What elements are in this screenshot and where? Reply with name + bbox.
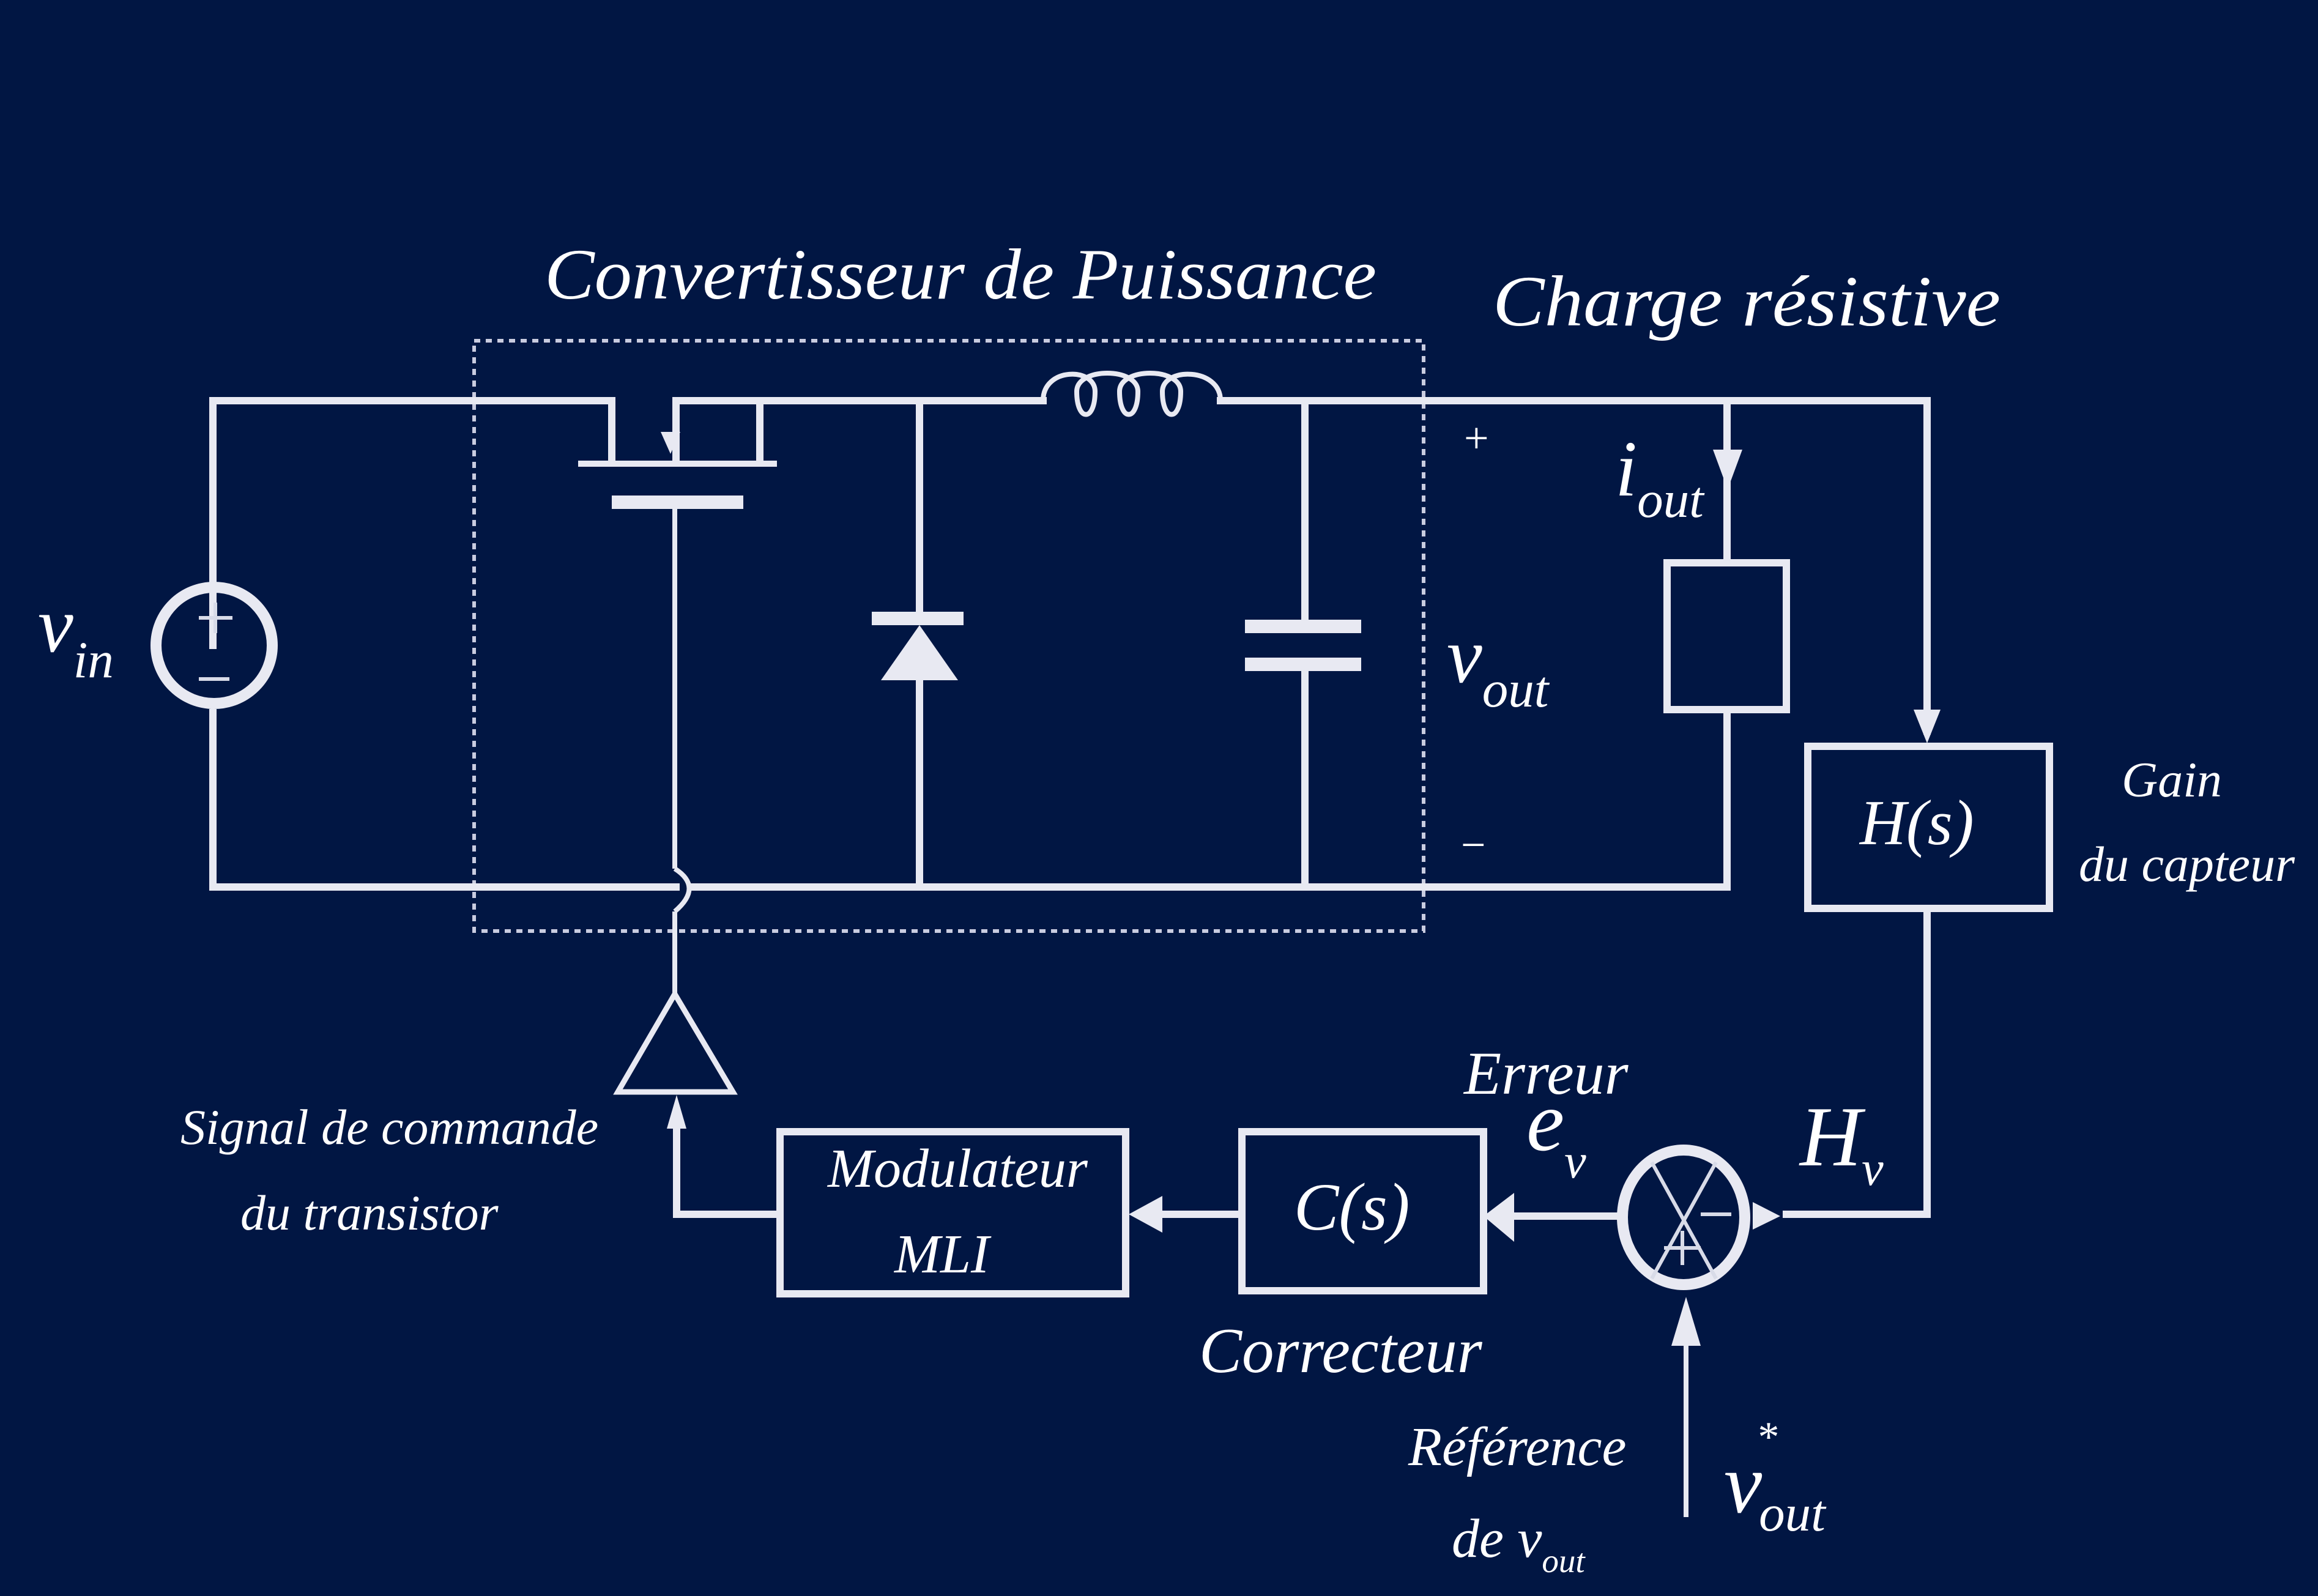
vout-label: vout	[1447, 612, 1550, 718]
vref-label: v*out	[1724, 1414, 1827, 1542]
reference-line2: de vout	[1452, 1509, 1586, 1579]
reference-wire	[1671, 1297, 1701, 1517]
iout-label: iout	[1615, 425, 1705, 529]
corrector-caption: Correcteur	[1199, 1315, 1483, 1386]
inductor-symbol	[1041, 371, 1223, 417]
sensor-block-label: H(s)	[1859, 787, 1974, 858]
corrector-block-label: C(s)	[1294, 1170, 1410, 1244]
gate-driver-symbol	[613, 989, 738, 1095]
vout-minus: −	[1461, 820, 1486, 869]
modulator-label-line2: MLI	[893, 1224, 992, 1285]
sensor-caption-line2: du capteur	[2079, 836, 2295, 892]
mosfet-symbol	[578, 432, 777, 994]
sensor-block	[1804, 743, 2053, 912]
diode-symbol	[872, 612, 964, 680]
reference-line1: Référence	[1408, 1417, 1626, 1477]
load-title: Charge résistive	[1493, 261, 2000, 341]
gate-signal-line2: du transistor	[240, 1185, 499, 1241]
converter-boundary	[472, 339, 1425, 933]
error-wire	[1484, 1193, 1625, 1242]
error-caption: Erreur	[1463, 1039, 1629, 1107]
modulator-label-line1: Modulateur	[827, 1138, 1088, 1199]
modulator-to-driver-wire	[667, 1095, 784, 1218]
summing-junction	[1617, 1145, 1780, 1290]
capacitor-symbol	[1245, 620, 1361, 671]
converter-title: Convertisseur de Puissance	[544, 234, 1376, 314]
corrector-to-modulator-wire	[1129, 1196, 1246, 1233]
sensor-wire	[1783, 710, 1941, 1218]
voltage-source-symbol	[150, 582, 278, 709]
ev-label: ev	[1526, 1074, 1586, 1189]
load-resistor-symbol	[1663, 450, 1790, 713]
hv-label: Hv	[1799, 1089, 1884, 1196]
vin-label: vin	[38, 581, 114, 689]
vout-plus: +	[1464, 414, 1489, 462]
gate-signal-line1: Signal de commande	[180, 1099, 598, 1155]
sensor-caption-line1: Gain	[2122, 752, 2222, 807]
